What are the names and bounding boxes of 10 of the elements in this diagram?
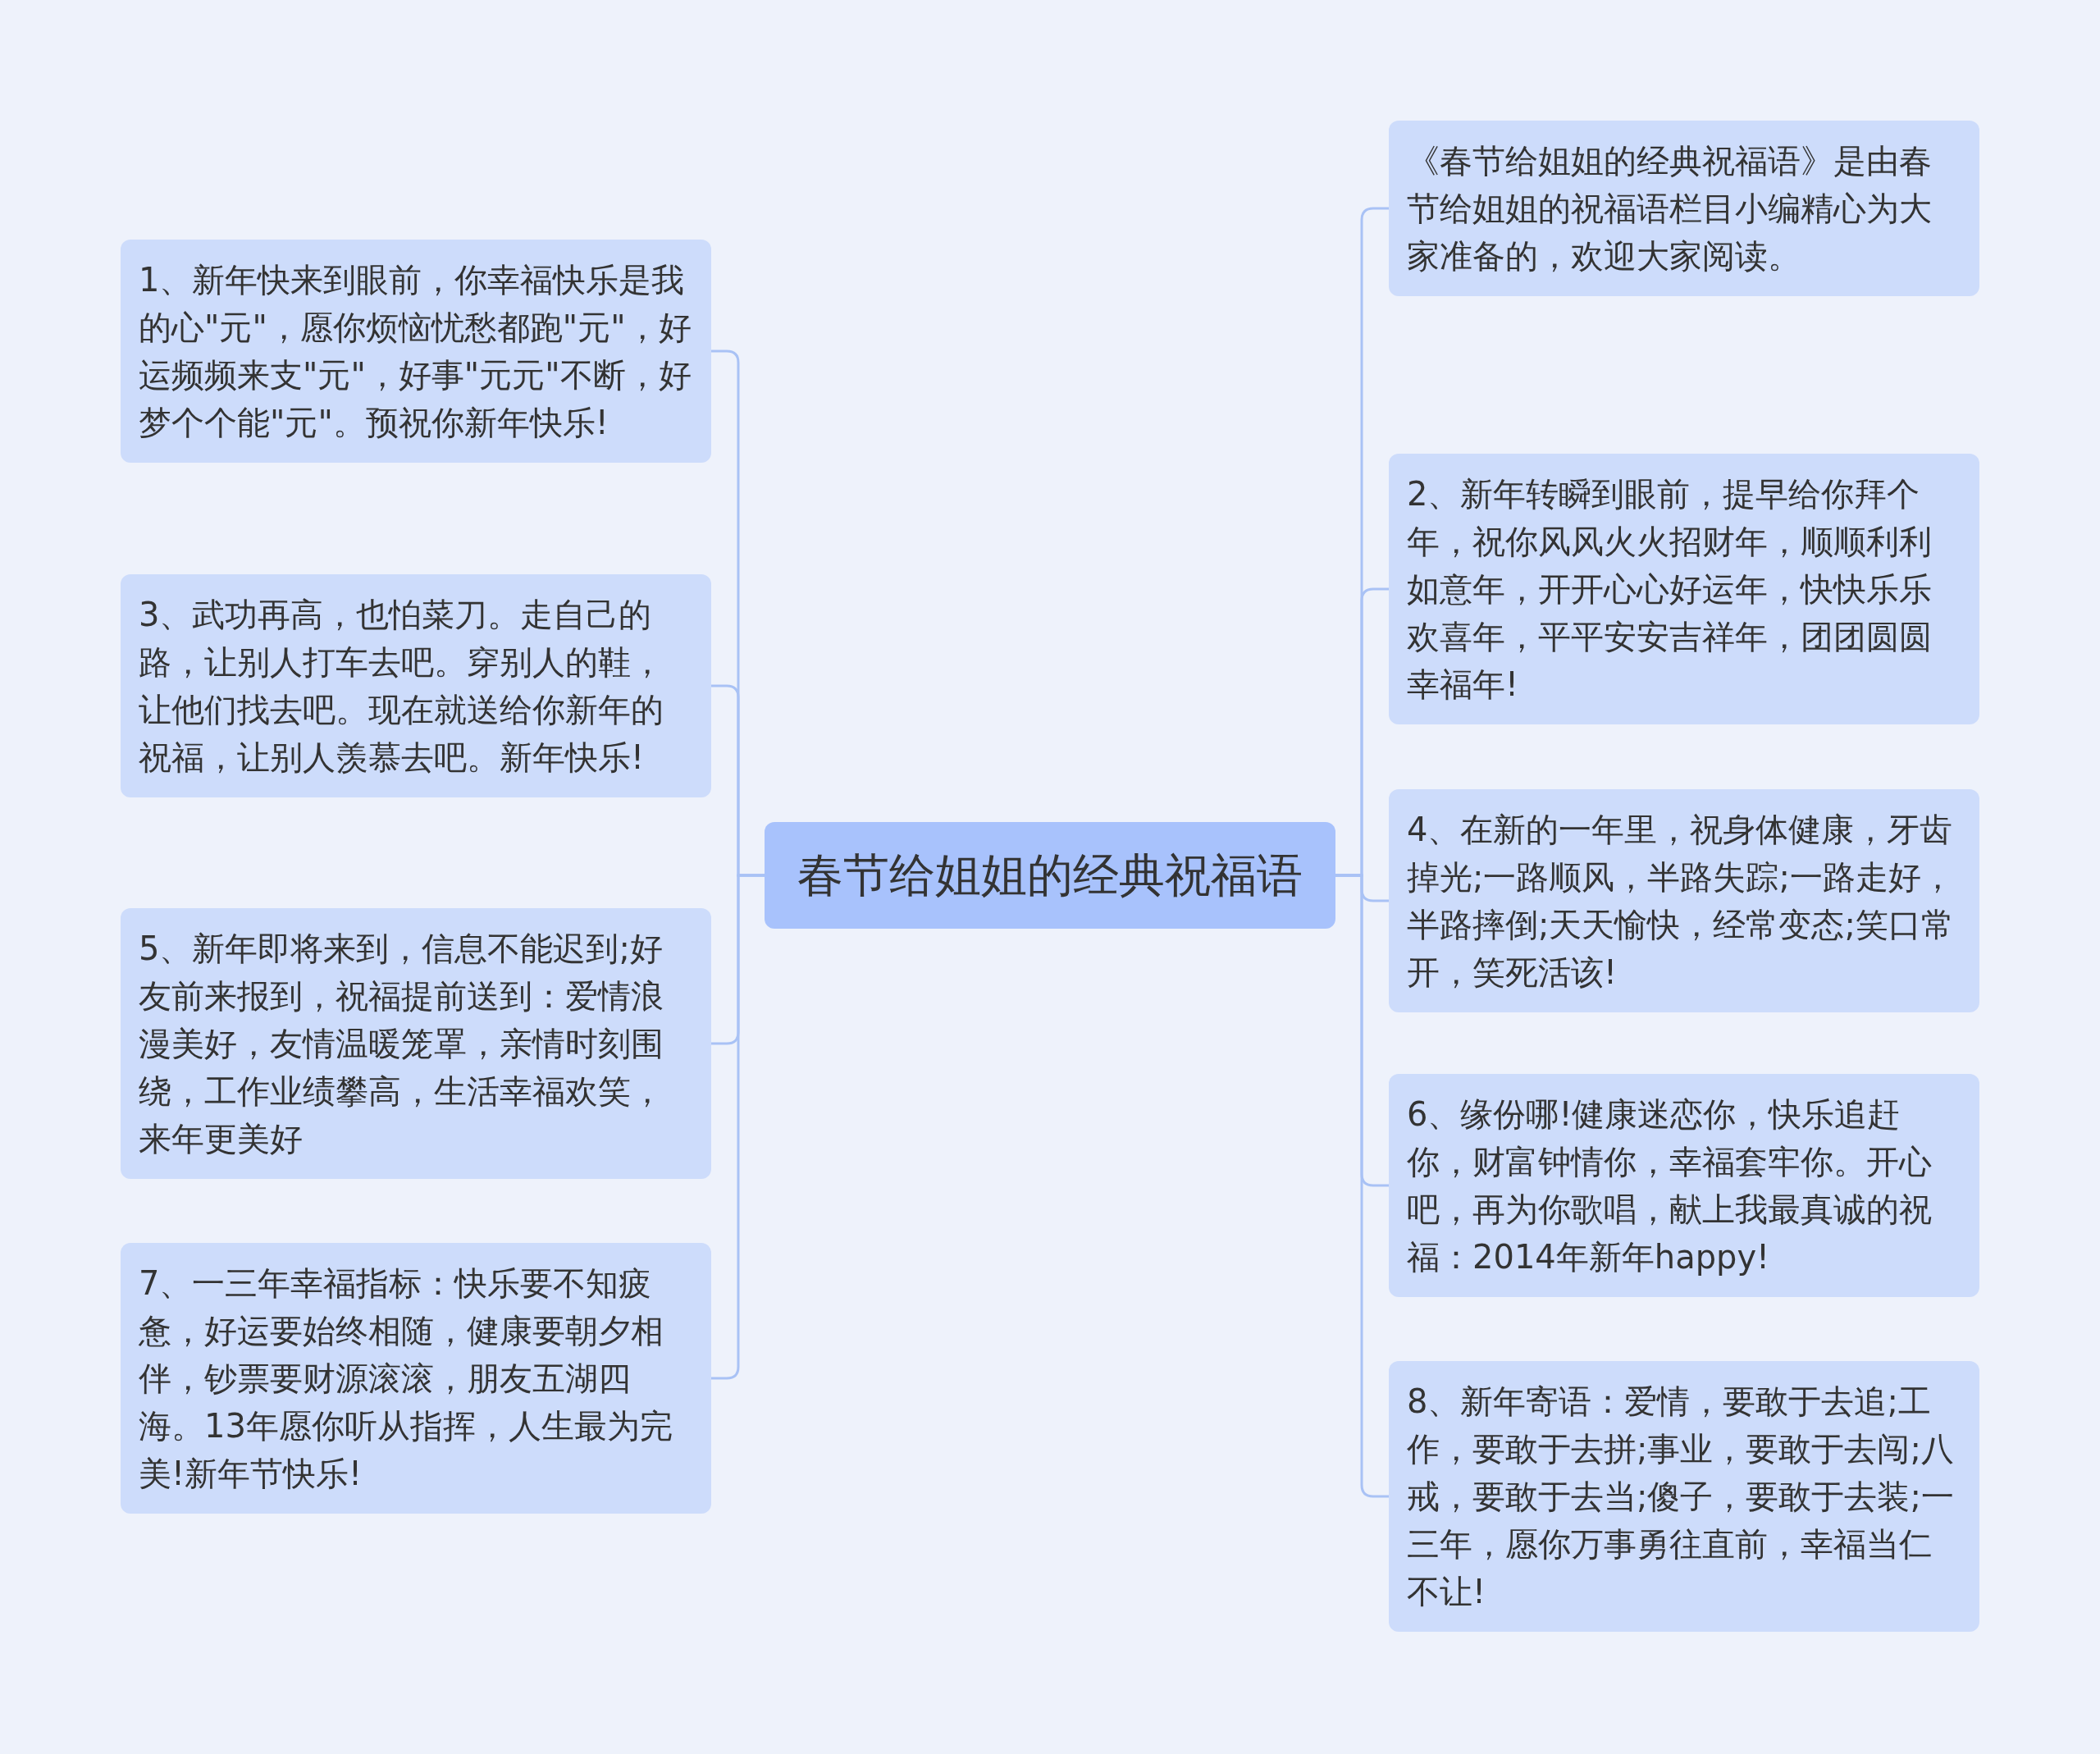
text-box: 8、新年寄语：爱情，要敢于去追;工作，要敢于去拼;事业，要敢于去闯;八戒，要敢于去当;傻子，要敢于去装;一三年，愿你万事勇往直前，幸福当仁不让! — [1389, 1361, 1979, 1632]
text-box: 2、新年转瞬到眼前，提早给你拜个年，祝你风风火火招财年，顺顺利利如意年，开开心心好运年，快快乐乐欢喜年，平平安安吉祥年，团团圆圆幸福年! — [1389, 454, 1979, 724]
text-box: 1、新年快来到眼前，你幸福快乐是我的心"元"，愿你烦恼忧愁都跑"元"，好运频频来支"元"，好事"元元"不断，好梦个个能"元"。预祝你新年快乐! — [121, 240, 711, 463]
text-box: 7、一三年幸福指标：快乐要不知疲惫，好运要始终相随，健康要朝夕相伴，钞票要财源滚滚，朋友五湖四海。13年愿你听从指挥，人生最为完美!新年节快乐! — [121, 1243, 711, 1514]
text-box: 5、新年即将来到，信息不能迟到;好友前来报到，祝福提前送到：爱情浪漫美好，友情温暖笼罩，亲情时刻围绕，工作业绩攀高，生活幸福欢笑，来年更美好 — [121, 908, 711, 1179]
text-box: 4、在新的一年里，祝身体健康，牙齿掉光;一路顺风，半路失踪;一路走好，半路摔倒;天天愉快，经常变态;笑口常开，笑死活该! — [1389, 789, 1979, 1012]
topic-box: 春节给姐姐的经典祝福语 — [765, 822, 1335, 929]
text-box: 3、武功再高，也怕菜刀。走自己的路，让别人打车去吧。穿别人的鞋，让他们找去吧。现在就送给你新年的祝福，让别人羡慕去吧。新年快乐! — [121, 574, 711, 797]
text-box: 《春节给姐姐的经典祝福语》是由春节给姐姐的祝福语栏目小编精心为大家准备的，欢迎大家阅读。 — [1389, 121, 1979, 296]
text-box: 6、缘份哪!健康迷恋你，快乐追赶你，财富钟情你，幸福套牢你。开心吧，再为你歌唱，献上我最真诚的祝福：2014年新年happy! — [1389, 1074, 1979, 1297]
